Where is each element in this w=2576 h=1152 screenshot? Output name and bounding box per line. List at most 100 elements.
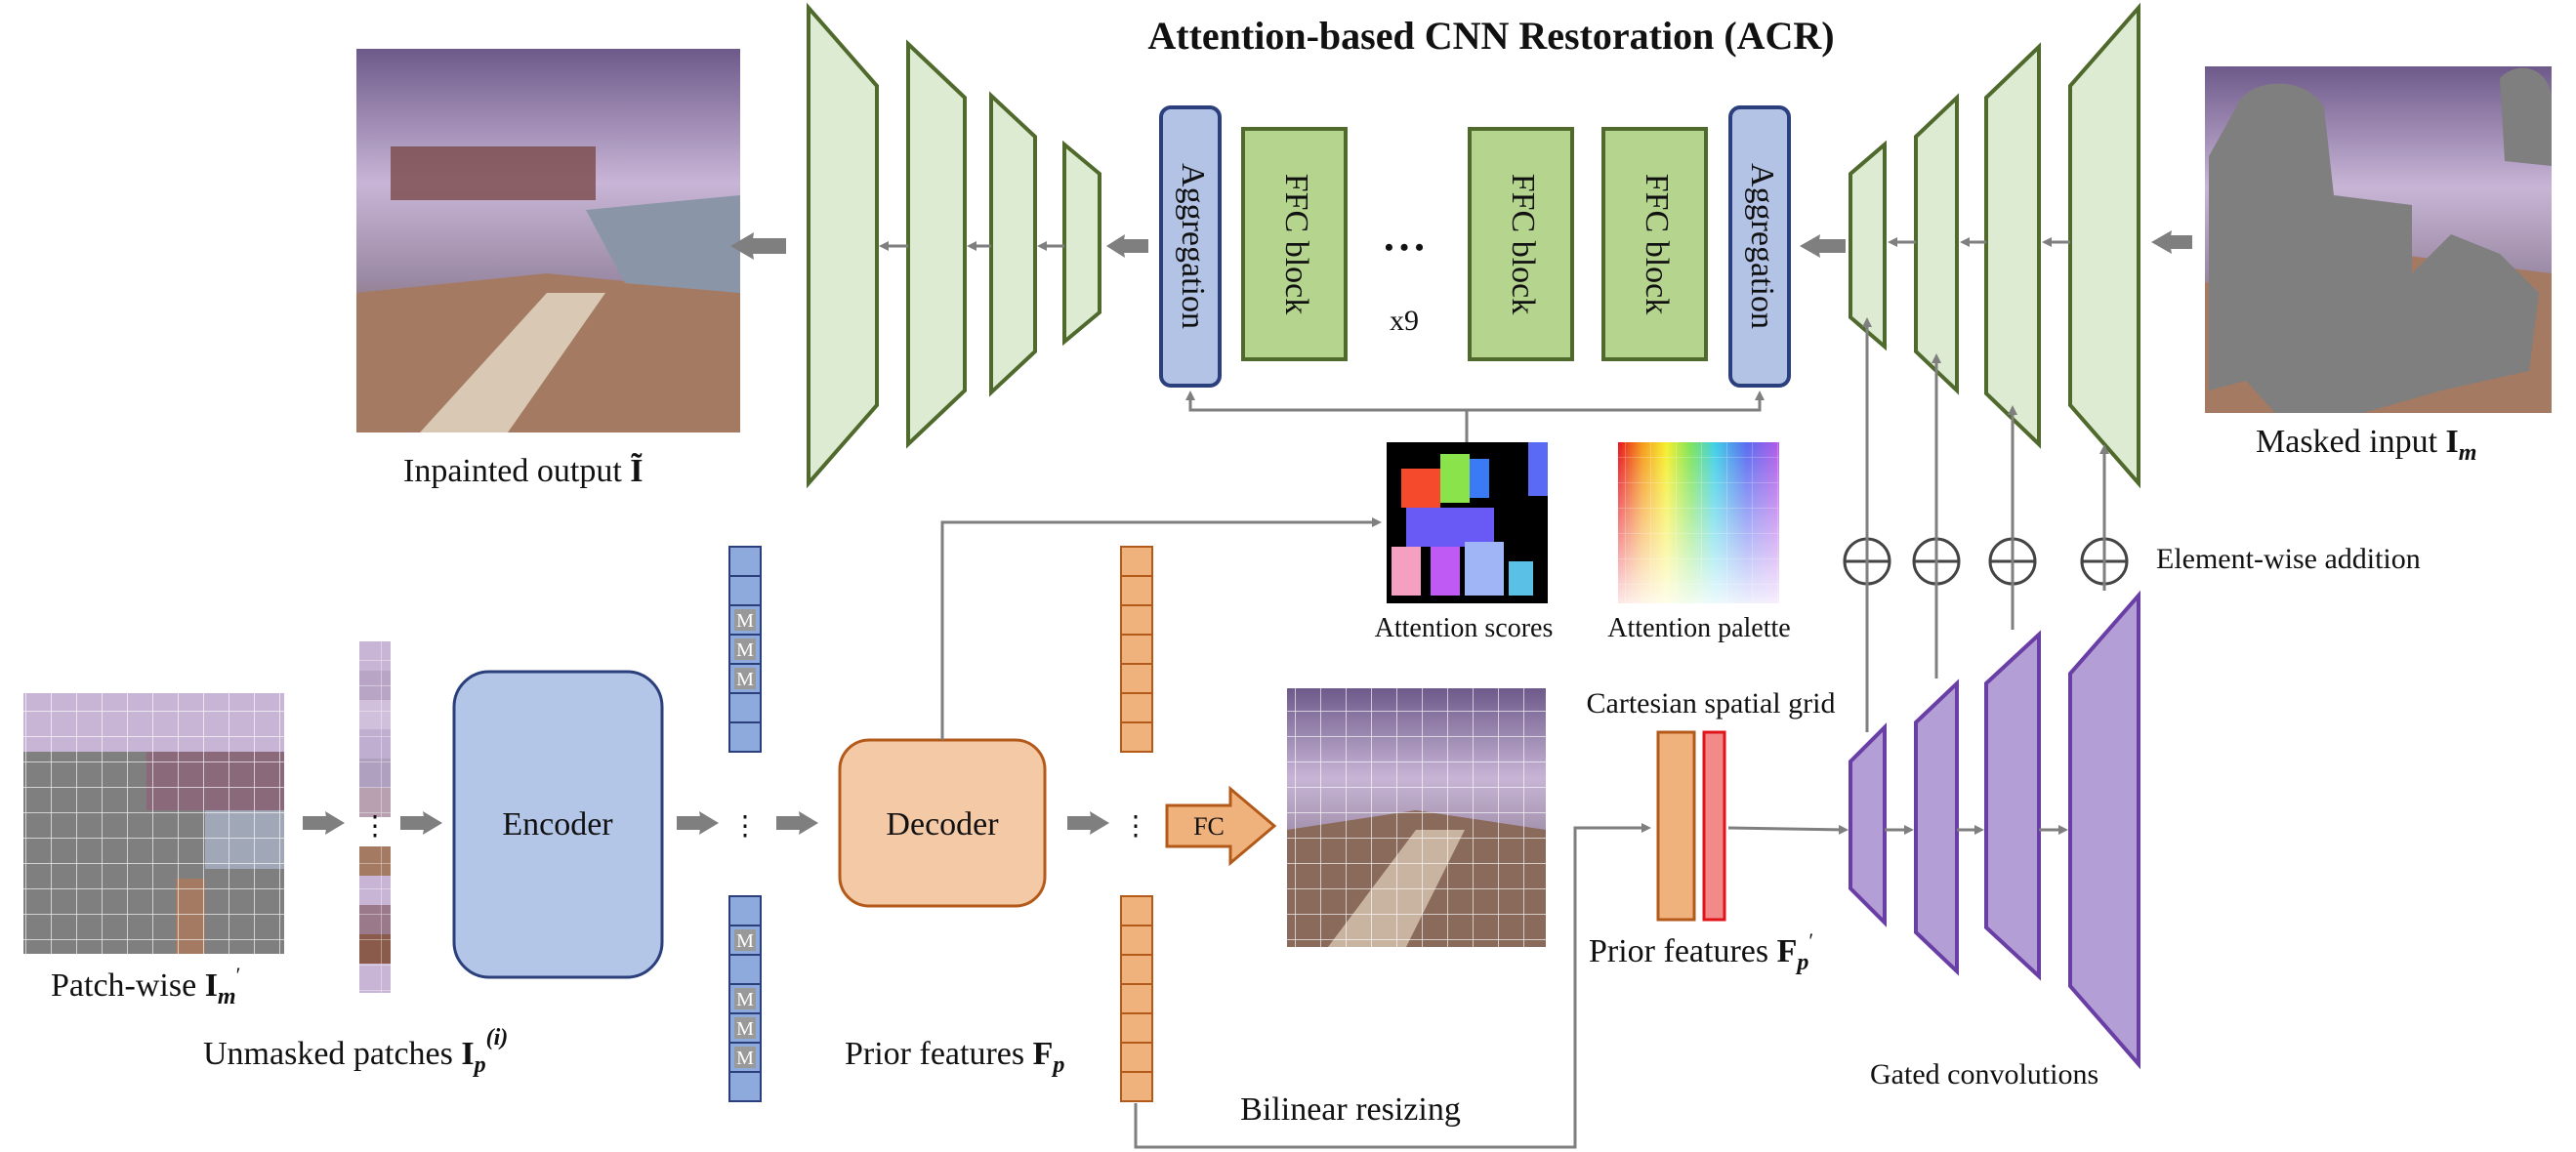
svg-text:Patch-wise Im′: Patch-wise Im′ (51, 963, 240, 1009)
decoder-out-arrow-head (1090, 811, 1109, 835)
element-wise-label: Element-wise addition (2156, 543, 2421, 575)
upsample-layer-2 (906, 39, 967, 449)
inpainted-output-image (356, 49, 740, 432)
prior-features-column (1120, 546, 1153, 1102)
feature-token (728, 575, 762, 606)
feature-token (728, 546, 762, 577)
feature-token (728, 721, 762, 753)
bilinear-resizing-path (1134, 823, 1651, 1149)
svg-text:M: M (736, 639, 754, 661)
attention-feed-lines (1185, 391, 1765, 442)
attention-scores-map (1387, 442, 1548, 603)
cartesian-to-gated-arrow (1727, 824, 1849, 835)
prior-resized-bars (1656, 730, 1726, 922)
feature-token (728, 1071, 762, 1102)
gated-conv-2 (1914, 679, 1959, 976)
mask-token: M (728, 663, 762, 694)
prior-feature-cell (1120, 925, 1153, 956)
encoder-block: Encoder (452, 670, 664, 979)
ffc-ellipsis: • • • (1385, 233, 1424, 262)
aggregation-left: Aggregation (1159, 105, 1222, 388)
masked-input-label: Masked input Im (2256, 424, 2476, 466)
acr-downsampling-stack (1849, 2, 2140, 489)
prior-feature-cell (1120, 1012, 1153, 1044)
svg-text:FFC block: FFC block (1639, 174, 1675, 315)
svg-text:Unmasked patches Ip(i): Unmasked patches Ip(i) (203, 1025, 508, 1078)
downsample-layer-2 (1914, 93, 1959, 395)
svg-text:Prior features Fp′: Prior features Fp′ (1589, 928, 1813, 975)
bilinear-resizing-label: Bilinear resizing (1240, 1091, 1461, 1128)
fc-arrow: FC (1165, 785, 1277, 867)
mask-token: M (728, 1012, 762, 1044)
unmasked-patches-label: Unmasked patches Ip(i) (203, 1025, 508, 1078)
attention-palette (1618, 442, 1779, 603)
feature-token (728, 692, 762, 723)
mask-token: M (728, 634, 762, 665)
svg-text:Aggregation: Aggregation (1744, 163, 1780, 329)
prior-feature-cell (1120, 575, 1153, 606)
svg-text:Masked input Im: Masked input Im (2256, 424, 2476, 466)
acr-upsampling-stack (807, 2, 1101, 489)
patch-wise-label: Patch-wise Im′ (51, 963, 240, 1009)
encoder-out-arrow-head (699, 811, 719, 835)
ffc-block-1: FFC block (1241, 127, 1348, 361)
mask-token: M (728, 1042, 762, 1073)
downsample-layer-3 (1984, 42, 2041, 449)
token-vdots: ⋮ (731, 811, 759, 842)
svg-text:FFC block: FFC block (1278, 174, 1314, 315)
gated-conv-3 (1984, 630, 2041, 981)
resized-feature-image (1287, 688, 1546, 947)
svg-text:M: M (736, 989, 754, 1010)
prior-feature-cell (1120, 895, 1153, 926)
mask-token: M (728, 925, 762, 956)
svg-text:Aggregation: Aggregation (1175, 163, 1211, 329)
gated-conv-label: Gated convolutions (1870, 1058, 2098, 1090)
prior-features-label: Prior features Fp (845, 1036, 1064, 1078)
column-arrow-head (423, 811, 442, 835)
attention-palette-label: Attention palette (1607, 613, 1790, 643)
decoder-to-attention-line (940, 517, 1382, 740)
inpainted-output-label: Inpainted output Ĩ (403, 453, 644, 489)
svg-text:M: M (736, 1018, 754, 1040)
ffc-block-2: FFC block (1468, 127, 1574, 361)
prior-feature-cell (1120, 1042, 1153, 1073)
upsample-layer-4 (1062, 140, 1101, 347)
token-arrow-head (799, 811, 818, 835)
prior-feature-cell (1120, 546, 1153, 577)
feature-token (728, 954, 762, 985)
acr-title: Attention-based CNN Restoration (ACR) (1147, 14, 1834, 58)
prior-feature-cell (1120, 663, 1153, 694)
downsample-layer-4 (2068, 2, 2140, 489)
svg-text:Inpainted output Ĩ: Inpainted output Ĩ (403, 453, 644, 489)
svg-text:FC: FC (1193, 812, 1225, 841)
patch-vdots: ⋮ (361, 811, 389, 842)
svg-text:M: M (736, 669, 754, 690)
prior-feature-cell (1120, 692, 1153, 723)
aggregation-right: Aggregation (1728, 105, 1791, 388)
prior-feature-cell (1120, 634, 1153, 665)
upsample-layer-1 (807, 2, 879, 489)
feature-token (728, 895, 762, 926)
prior-feature-cell (1120, 604, 1153, 636)
prior-features-2-label: Prior features Fp′ (1589, 928, 1813, 975)
patch-wise-image (23, 693, 284, 954)
decoder-block: Decoder (838, 738, 1047, 908)
downsample-layer-1 (1849, 140, 1887, 351)
svg-text:M: M (736, 930, 754, 952)
prior-feature-cell (1120, 721, 1153, 753)
svg-text:M: M (736, 610, 754, 632)
svg-text:Prior features Fp: Prior features Fp (845, 1036, 1064, 1078)
ffc-block-3: FFC block (1601, 127, 1708, 361)
input-arrow-head (2151, 230, 2172, 254)
prior-feature-cell (1120, 983, 1153, 1014)
patch-arrow-head (325, 811, 345, 835)
element-wise-adders (1843, 537, 2129, 586)
prior-vdots: ⋮ (1122, 811, 1149, 842)
gated-conv-stack (1849, 590, 2140, 1070)
gated-conv-1 (1849, 722, 1887, 927)
output-arrow-head (730, 232, 754, 260)
svg-text:Encoder: Encoder (502, 806, 613, 843)
upsample-layer-3 (989, 91, 1037, 397)
unmasked-patch-column (359, 641, 391, 993)
